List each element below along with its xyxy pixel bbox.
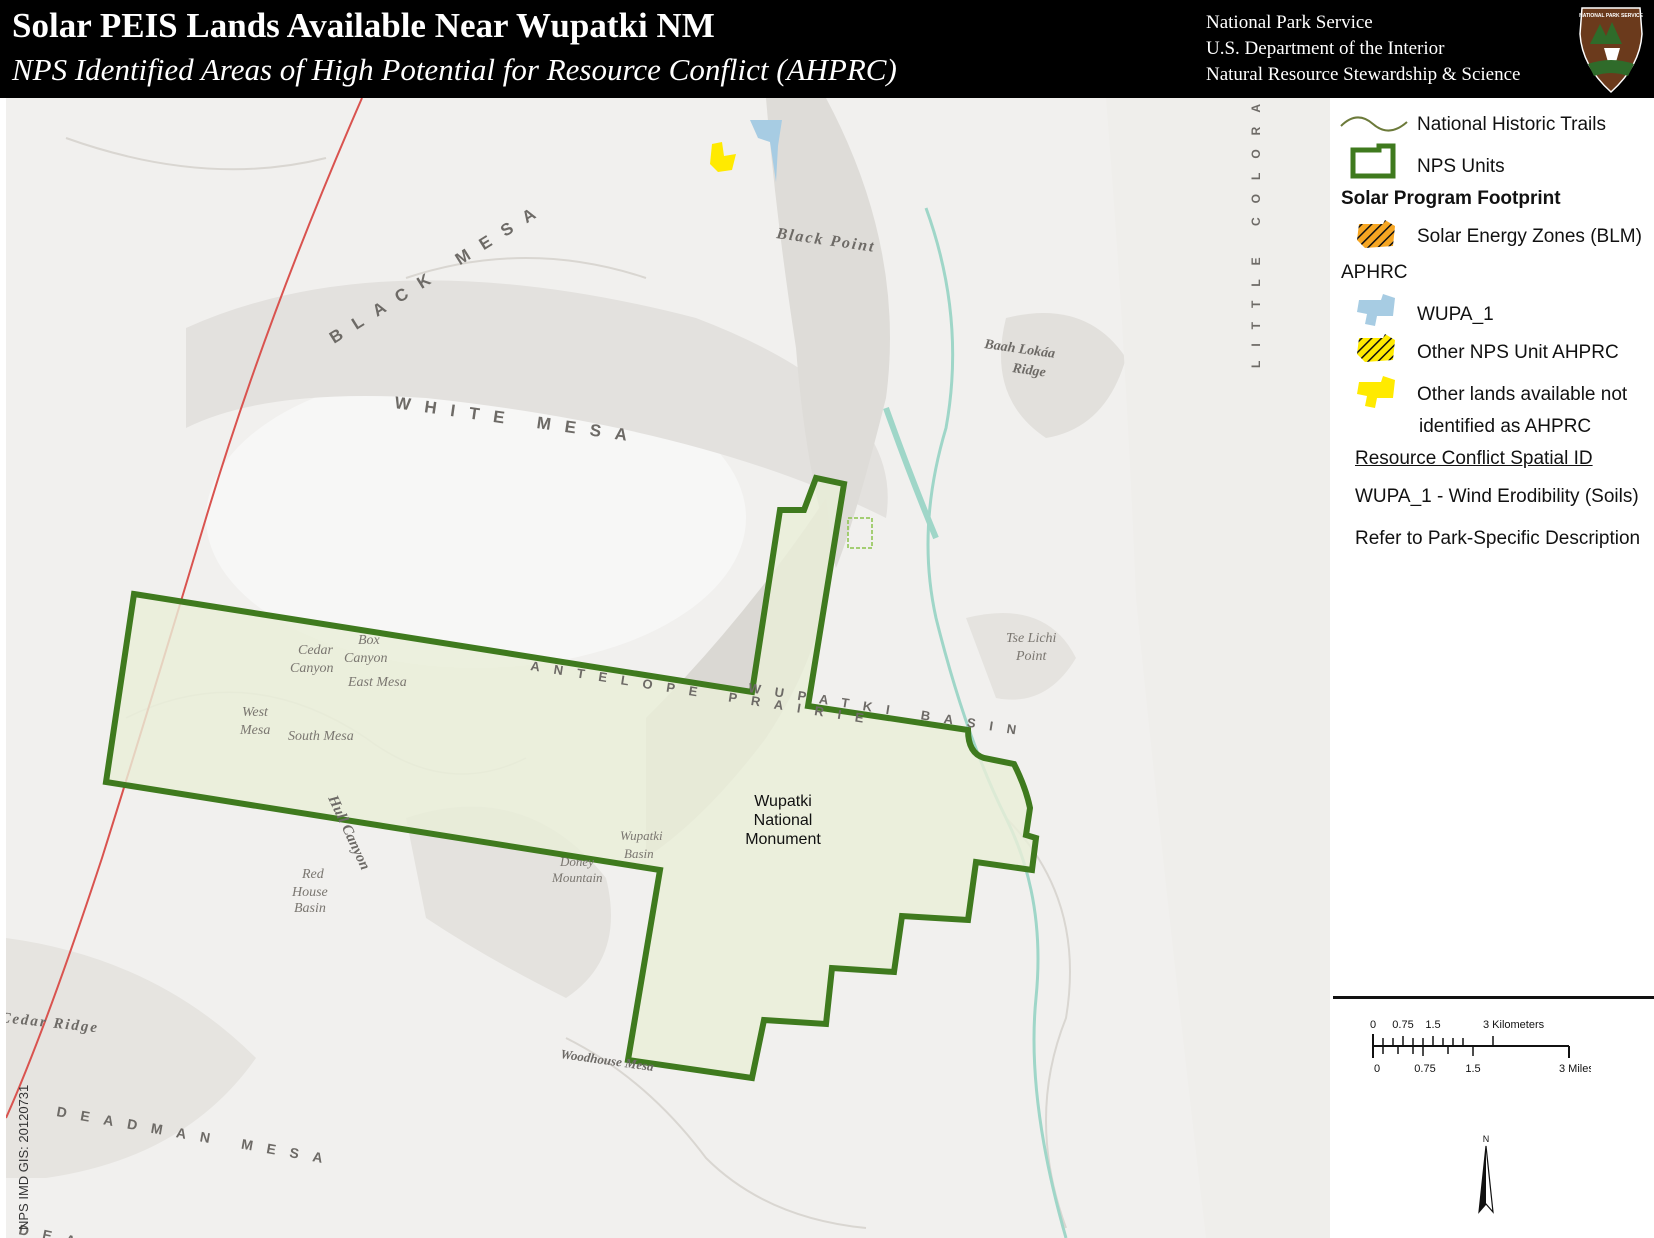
north-label: N <box>1483 1134 1490 1144</box>
place-label: House <box>291 885 328 900</box>
river-channel <box>883 406 939 540</box>
scale-bar: 0 0.75 1.5 3 Kilometers 0 0.75 1.5 3 Mil… <box>1370 1019 1591 1075</box>
place-label: Basin <box>624 846 654 861</box>
place-label: Ridge <box>1010 361 1046 381</box>
agency-block: National Park Service U.S. Department of… <box>1206 10 1520 88</box>
nps-unit-swatch-icon <box>1350 143 1396 179</box>
park-label-line: Monument <box>745 831 821 848</box>
legend-refer-note: Refer to Park-Specific Description <box>1355 528 1641 549</box>
scale-km-tick: 3 Kilometers <box>1483 1019 1545 1031</box>
logo-text: NATIONAL PARK SERVICE <box>1579 13 1643 19</box>
park-label-line: Wupatki <box>754 793 812 810</box>
place-label: East Mesa <box>347 675 407 690</box>
other-lands-yellow <box>710 142 736 172</box>
place-label: West <box>242 705 269 720</box>
place-label: Wupatki <box>620 828 663 843</box>
place-label: Canyon <box>344 651 388 666</box>
scale-mi-tick: 0 <box>1374 1063 1380 1075</box>
agency-line: National Park Service <box>1206 12 1373 33</box>
place-label: Mountain <box>551 870 603 885</box>
legend-label-other-nps: Other NPS Unit AHPRC <box>1417 342 1619 363</box>
legend-divider <box>1333 996 1654 999</box>
solar-energy-zone-swatch-icon <box>1357 220 1395 248</box>
place-label: Red <box>301 867 325 882</box>
place-label: Cedar <box>298 643 334 658</box>
place-label: Mesa <box>239 723 270 738</box>
scale-km-tick: 0.75 <box>1392 1019 1413 1031</box>
scale-km-tick: 1.5 <box>1425 1019 1440 1031</box>
map-subtitle: NPS Identified Areas of High Potential f… <box>12 52 897 87</box>
legend-wupa-description: WUPA_1 - Wind Erodibility (Soils) <box>1355 486 1639 507</box>
scale-km-tick: 0 <box>1370 1019 1376 1031</box>
title-bar: Solar PEIS Lands Available Near Wupatki … <box>0 0 1654 98</box>
place-label: Tse Lichi <box>1006 631 1057 646</box>
legend-label-sez: Solar Energy Zones (BLM) <box>1417 226 1642 247</box>
map-frame[interactable]: BLACK MESA WHITE MESA Black Point Baah L… <box>6 98 1330 1238</box>
agency-line: Natural Resource Stewardship & Science <box>1206 64 1521 85</box>
north-arrow-icon: N <box>1478 1134 1494 1214</box>
agency-line: U.S. Department of the Interior <box>1206 38 1445 59</box>
wupa-1-swatch-icon <box>1357 294 1395 326</box>
place-label: South Mesa <box>288 729 354 744</box>
legend-heading-aphrc: APHRC <box>1341 262 1408 283</box>
park-name-label: Wupatki National Monument <box>745 793 821 848</box>
trail-line-icon <box>1340 116 1408 132</box>
legend-panel: National Historic Trails NPS Units Solar… <box>1333 98 1654 1238</box>
wupatki-nps-unit-boundary <box>102 474 1040 1082</box>
other-lands-swatch-icon <box>1357 376 1395 408</box>
legend-label-nps-units: NPS Units <box>1417 156 1505 177</box>
legend-heading-solar: Solar Program Footprint <box>1341 188 1561 209</box>
small-parcel <box>847 517 873 549</box>
gis-credit: NPS IMD GIS: 20120731 <box>16 1085 31 1230</box>
legend-label-other-lands-2: identified as AHPRC <box>1419 416 1592 437</box>
place-label: Canyon <box>290 661 334 676</box>
basemap-svg: BLACK MESA WHITE MESA Black Point Baah L… <box>6 98 1330 1238</box>
scale-mi-tick: 3 Miles <box>1559 1063 1591 1075</box>
nps-arrowhead-icon: NATIONAL PARK SERVICE <box>1579 7 1644 94</box>
scale-mi-tick: 1.5 <box>1465 1063 1480 1075</box>
other-nps-ahprc-swatch-icon <box>1357 334 1395 362</box>
legend-label-wupa1: WUPA_1 <box>1417 304 1494 325</box>
place-label: Box <box>358 633 381 648</box>
place-label: Basin <box>294 901 326 916</box>
map-title: Solar PEIS Lands Available Near Wupatki … <box>12 6 715 45</box>
scale-mi-tick: 0.75 <box>1414 1063 1435 1075</box>
place-label: Point <box>1015 649 1047 664</box>
legend-label-other-lands-1: Other lands available not <box>1417 384 1628 405</box>
place-label: Doney <box>559 854 594 869</box>
legend-label-trails: National Historic Trails <box>1417 114 1606 135</box>
park-label-line: National <box>754 812 813 829</box>
river-label: LITTLE COLORADO <box>1249 98 1263 368</box>
legend-heading-resource-conflict: Resource Conflict Spatial ID <box>1355 448 1593 469</box>
wupa-1-area <box>750 120 782 182</box>
